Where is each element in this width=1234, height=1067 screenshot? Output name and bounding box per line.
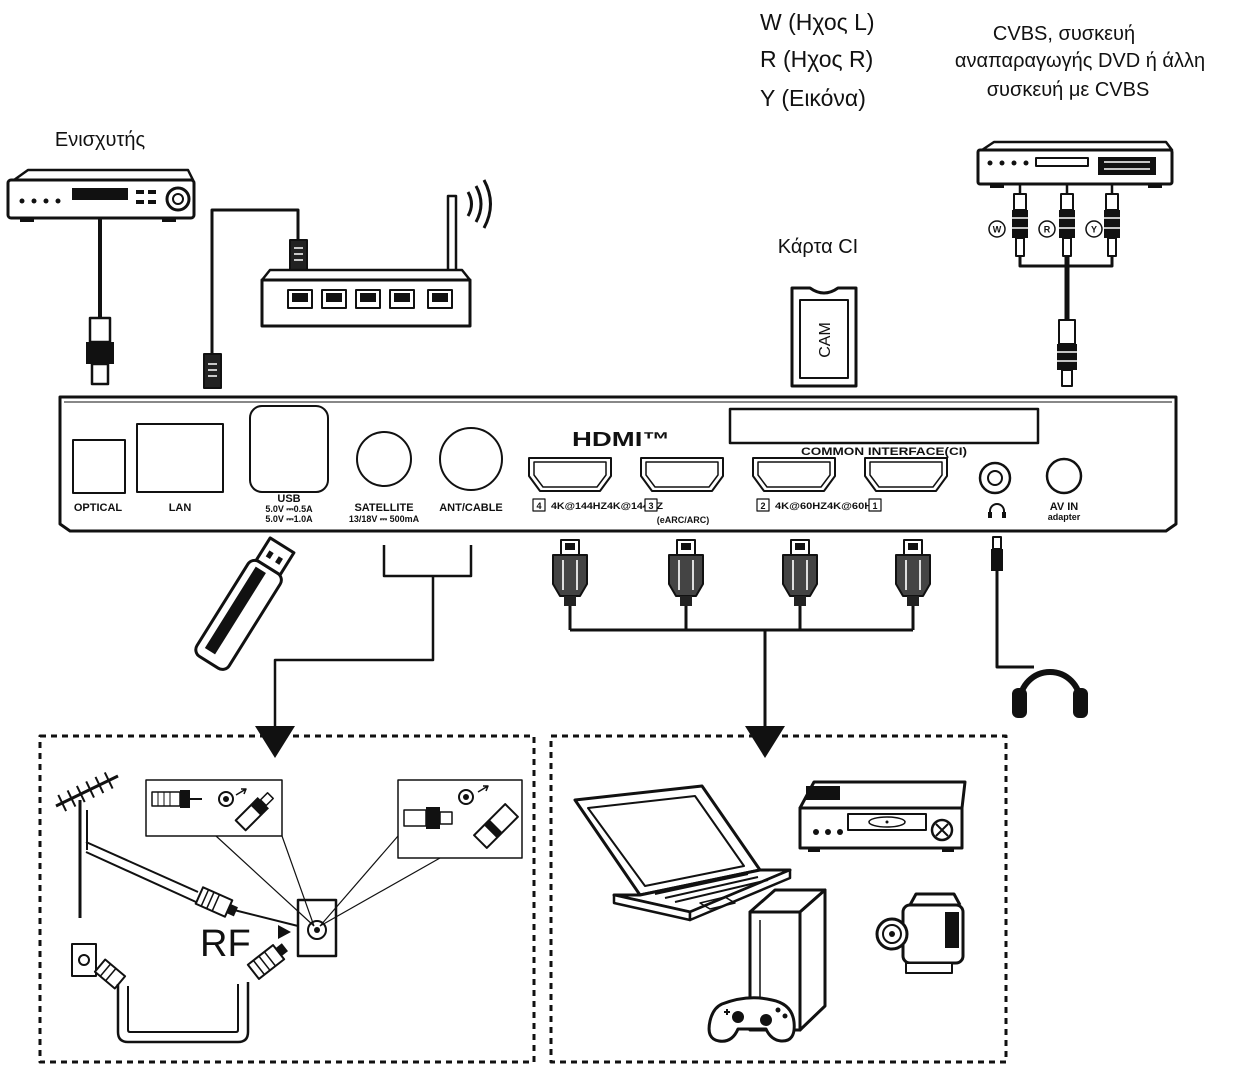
usb-port: USB 5.0V ⎓0.5A 5.0V ⎓1.0A <box>249 405 329 524</box>
satellite-label: SATELLITE <box>354 502 413 514</box>
common-interface-label: COMMON INTERFACE(CI) <box>801 446 967 458</box>
rj45-plug-icon <box>289 239 308 271</box>
satellite-port: SATELLITE 13/18V ⎓ 500mA <box>349 431 420 524</box>
rca-r-label: R <box>1044 225 1051 235</box>
hdmi-4-number: 4 <box>536 501 541 511</box>
hdmi-4-spec: 4K@144HZ4K@144HZ <box>551 501 664 511</box>
hdmi-plug <box>782 539 818 630</box>
laptop-icon <box>573 784 792 922</box>
rca-plug-yellow <box>1104 184 1120 257</box>
headphones-icon <box>1012 669 1088 718</box>
lan-cable <box>203 208 308 389</box>
camcorder-icon <box>875 892 965 974</box>
amplifier-device <box>6 168 196 222</box>
audio-left-label: W (Ηχος L) <box>760 9 875 35</box>
audio-right-label: R (Ηχος R) <box>760 46 873 72</box>
av-in-plug <box>1057 319 1077 387</box>
optical-label: OPTICAL <box>74 502 123 514</box>
earc-note: (eARC/ARC) <box>657 515 710 525</box>
video-label: Y (Εικόνα) <box>760 85 866 111</box>
hdmi-logo: HDMI™ <box>572 429 670 451</box>
optical-cable <box>86 218 114 386</box>
antenna-setup-box <box>38 734 536 1064</box>
usb-spec-1: 5.0V ⎓0.5A <box>265 504 313 514</box>
ci-card-label: Κάρτα CI <box>778 236 859 258</box>
rca-badge-y: Y <box>1085 220 1103 238</box>
rca-plug-white <box>1012 184 1028 257</box>
rj45-plug-icon <box>203 353 222 389</box>
gamepad-icon <box>707 996 796 1043</box>
common-interface-slot: COMMON INTERFACE(CI) <box>728 407 1040 458</box>
connector-detail-inset-1 <box>145 779 283 837</box>
rear-panel: OPTICAL LAN USB 5.0V ⎓0.5A 5.0V ⎓1.0A SA… <box>58 395 1178 533</box>
hdmi-2-number: 2 <box>760 501 765 511</box>
av-in-sublabel: adapter <box>1048 512 1081 522</box>
hdmi-plug <box>668 539 704 630</box>
hdmi-plug <box>895 539 931 630</box>
rca-plug-red <box>1059 184 1075 257</box>
wall-antenna-socket <box>296 898 338 958</box>
hdmi-port-labels: 4K@144HZ4K@144HZ 4 3 (eARC/ARC) 4K@60HZ4… <box>532 498 882 525</box>
dvd-player-device <box>976 140 1174 188</box>
hdmi-port-4 <box>528 457 612 492</box>
av-in-label: AV IN <box>1050 501 1079 513</box>
rca-y-label: Y <box>1091 225 1097 235</box>
rca-cable: W R Y <box>988 184 1120 387</box>
usb-label: USB <box>277 493 300 505</box>
ci-cam-card: CAM <box>790 286 858 388</box>
rf-arrow-icon <box>278 925 291 939</box>
headphone-cable <box>991 536 1034 669</box>
headphone-symbol-icon <box>988 503 1006 518</box>
cvbs-device-caption: CVBS, συσκευή αναπαραγωγής DVD ή άλλη συ… <box>955 23 1205 101</box>
router-device <box>260 179 492 328</box>
down-arrow-icon <box>745 726 785 758</box>
rca-w-label: W <box>993 225 1002 235</box>
hdmi-port-1 <box>864 457 948 492</box>
usb-spec-2: 5.0V ⎓1.0A <box>265 514 313 524</box>
detail-callout-lines <box>215 835 441 927</box>
connector-detail-inset-2 <box>397 779 523 859</box>
hdmi-devices-box <box>549 734 1008 1064</box>
hdmi-plug <box>552 539 588 630</box>
rca-badge-r: R <box>1038 220 1056 238</box>
cvbs-caption-line-2: αναπαραγωγής DVD ή άλλη <box>955 50 1205 72</box>
antenna-connection-lines <box>255 545 473 758</box>
ant-cable-port: ANT/CABLE <box>439 427 503 514</box>
hdmi-cables <box>552 539 931 758</box>
hdmi-port-2 <box>752 457 836 492</box>
hdmi-2-spec: 4K@60HZ4K@60HZ <box>775 501 880 511</box>
lan-label: LAN <box>169 502 192 514</box>
av-in-port: AV IN adapter <box>1045 457 1083 522</box>
usb-stick-icon <box>194 536 296 671</box>
headphone-jack <box>978 461 1012 518</box>
rf-label: RF <box>200 923 251 965</box>
antenna-coax-cable <box>85 841 303 928</box>
optical-port: OPTICAL <box>72 439 126 514</box>
down-arrow-icon <box>255 726 295 758</box>
amplifier-label: Ενισχυτής <box>55 129 146 151</box>
yagi-antenna-icon <box>55 771 119 918</box>
rca-badge-w: W <box>988 220 1006 238</box>
cam-label: CAM <box>817 322 834 358</box>
cvbs-caption-line-1: CVBS, συσκευή <box>993 23 1135 45</box>
hdmi-3-number: 3 <box>648 501 653 511</box>
dvd-recorder-icon <box>798 780 967 852</box>
ant-cable-label: ANT/CABLE <box>439 502 503 514</box>
satellite-spec: 13/18V ⎓ 500mA <box>349 514 420 524</box>
wall-plate-cable <box>71 943 288 1044</box>
rca-signal-legend: W (Ηχος L) R (Ηχος R) Y (Εικόνα) <box>760 9 875 111</box>
lan-port: LAN <box>136 423 224 514</box>
hdmi-port-3 <box>640 457 724 492</box>
wifi-waves-icon <box>466 179 492 229</box>
cvbs-caption-line-3: συσκευή με CVBS <box>987 79 1150 101</box>
hdmi-1-number: 1 <box>872 501 877 511</box>
